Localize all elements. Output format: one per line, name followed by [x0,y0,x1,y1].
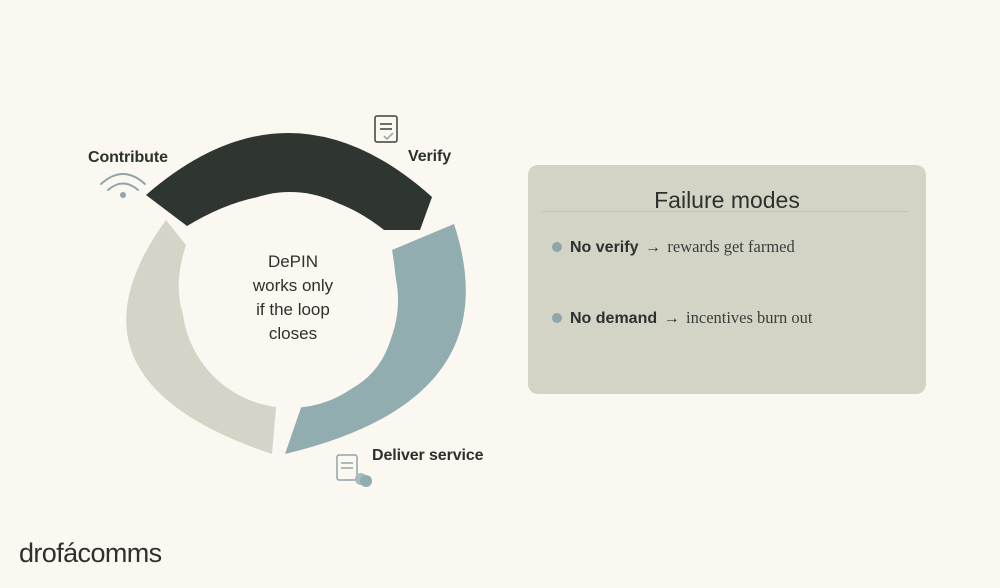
failure-mode-desc: rewards get farmed [667,237,795,256]
bullet-dot [552,312,562,323]
contribute-segment [126,220,277,454]
center-message: DePIN works only if the loop closes [218,250,368,346]
arrow-icon: → [644,239,661,256]
stage-label-deliver-service: Deliver service [372,447,484,464]
failure-modes-panel: Failure modes No verify → rewards get fa… [528,165,926,394]
center-line-3: if the loop [256,300,330,319]
wifi-icon [100,173,146,198]
stage-label-verify: Verify [408,148,451,165]
center-line-2: works only [252,276,334,295]
panel-divider [542,211,908,212]
brand-logo: drofácomms [19,538,162,568]
panel-title: Failure modes [654,187,800,213]
deliver-segment [285,224,466,454]
failure-mode-head: No demand [570,310,658,327]
stage-label-contribute: Contribute [88,149,168,166]
failure-mode-item: No demand → incentives burn out [552,308,813,328]
arrow-icon: → [663,310,680,327]
failure-mode-head: No verify [570,239,639,256]
center-line-1: DePIN [267,252,319,271]
failure-mode-item: No verify → rewards get farmed [552,237,795,257]
bullet-dot [552,241,562,252]
center-disc [182,192,398,408]
document-coins-icon [336,454,372,487]
failure-mode-desc: incentives burn out [686,308,813,327]
center-line-4: closes [268,324,318,343]
verify-segment [146,132,432,230]
checklist-document-icon [374,115,398,143]
